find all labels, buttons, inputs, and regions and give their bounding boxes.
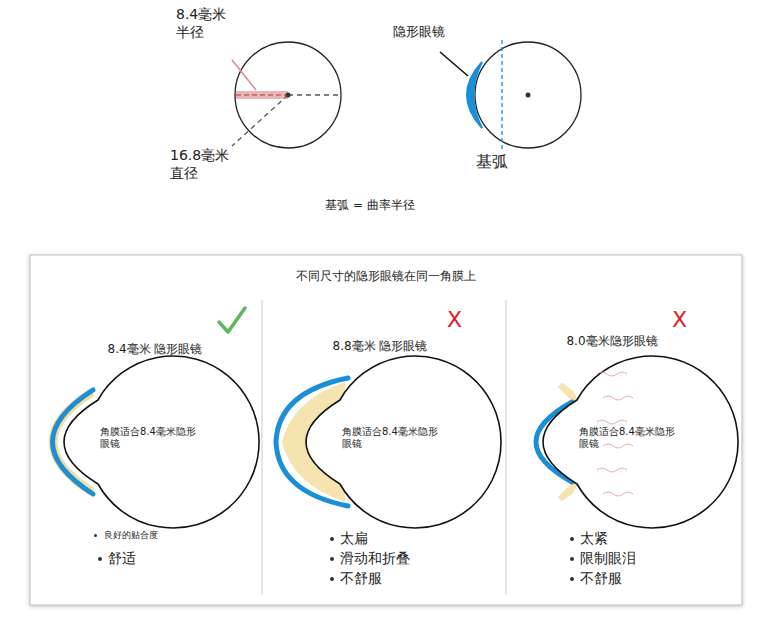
bullet-dot [330,557,334,561]
label: 8.4毫米 半径 [176,6,236,41]
bullet-dot [98,557,102,561]
bullet-text: 不舒服 [580,570,622,588]
lens-leader [440,52,468,76]
label: 8.0毫米隐形眼镜 [566,334,657,349]
bullet-dot [330,537,334,541]
label: 8.4毫米 隐形眼镜 [108,342,203,357]
sphere-circle [235,42,341,148]
eye-outline [290,352,505,532]
cross-mark: X [447,309,462,331]
panel-title: 不同尺寸的隐形眼镜在同一角膜上 [296,269,476,284]
caption: 基弧 = 曲率半径 [325,198,415,213]
bullet-text: 太紧 [580,530,608,548]
pressure-wave [597,420,627,424]
pressure-wave [603,444,633,448]
eye-text: 角膜适合8.4毫米隐形眼镜 [342,426,438,451]
eye-outline [48,352,263,532]
eye-outline-path [64,356,259,528]
label: 8.8毫米 隐形眼镜 [333,339,428,354]
bullet-dot [570,537,574,541]
bullet-dot [570,577,574,581]
label: 隐形眼镜 [393,24,445,40]
eye-outline-path [306,356,501,528]
eye-outline-path [543,356,738,528]
pressure-wave [597,372,627,376]
bullet-dot [330,577,334,581]
lens-crescent [467,62,482,128]
bullet-text: 良好的贴合度 [104,530,158,541]
eye-circle: 角膜适合8.4毫米隐形眼镜 [48,352,263,532]
bullet-text: 舒适 [108,550,136,568]
bullet-text: 不舒服 [340,570,382,588]
divider [262,300,263,595]
radius-line [236,94,288,96]
bullet-text: 太扁 [340,530,368,548]
label: 基弧 [476,152,508,172]
diameter-line [288,94,342,95]
center-dot [526,93,531,98]
check-mark [219,308,245,332]
pressure-wave [603,396,633,400]
pressure-wave [597,468,627,472]
radius-band [236,91,288,99]
eye-text: 角膜适合8.4毫米隐形眼镜 [579,426,675,451]
eye-circle: 角膜适合8.4毫米隐形眼镜 [290,352,505,532]
eye-text: 角膜适合8.4毫米隐形眼镜 [100,426,196,451]
sphere-circle [475,42,581,148]
panel-ground [30,255,742,605]
divider [506,300,507,595]
bullet-text: 限制眼泪 [580,550,636,568]
bullet-dot [570,557,574,561]
eye-outline [527,352,742,532]
label: 16.8毫米 直径 [170,147,236,182]
radius-leader [232,60,256,90]
center-dot [286,93,291,98]
base-curve-line [501,40,502,152]
pressure-wave [603,492,633,496]
eye-circle: 角膜适合8.4毫米隐形眼镜 [527,352,742,532]
bullet-text: 滑动和折叠 [340,550,410,568]
cross-mark: X [672,309,687,331]
diameter-leader [232,95,288,146]
